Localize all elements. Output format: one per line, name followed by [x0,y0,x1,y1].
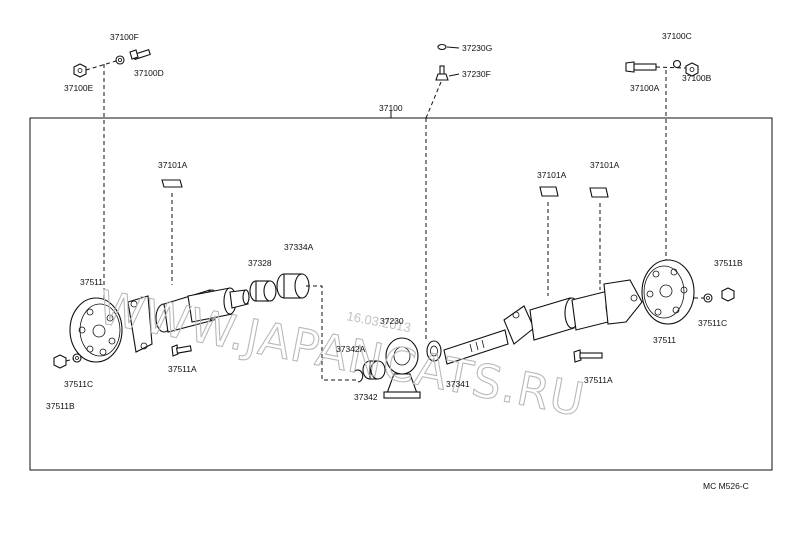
label-37511B-right: 37511B [714,258,743,268]
bolt-37100A [625,61,657,73]
dust-seal-37341 [426,340,442,362]
label-37511B-left: 37511B [46,401,75,411]
sleeve-37334A [276,273,310,299]
label-37342: 37342 [354,392,378,402]
center-bearing-37230 [383,337,421,399]
nut-37100B [685,62,699,77]
nut-37100E [73,63,87,78]
dash-left-nut [65,358,75,362]
leader-37230F [448,73,460,77]
label-37230G: 37230G [462,43,492,53]
leader-37230G [446,46,460,49]
dash-sleeve [306,285,360,381]
label-37334A: 37334A [284,242,314,252]
diagram-code: MC M526-C [703,481,749,491]
label-37100C: 37100C [662,31,692,41]
shim-37101A-mid [539,186,559,197]
shim-37101A-right [589,187,609,198]
washer-37511C-left [72,353,82,363]
dash-center-bolt [425,81,442,119]
rear-propeller-shaft [443,279,643,365]
washer-37511C-right [703,293,713,303]
label-37328: 37328 [248,258,272,268]
label-37511C-right: 37511C [698,318,727,328]
label-37511A-right: 37511A [584,375,613,385]
front-propeller-shaft [127,287,250,353]
label-37101A-left: 37101A [158,160,188,170]
label-37511-right: 37511 [653,335,676,345]
washer-37100D [115,55,125,65]
washer-37100C [672,59,682,69]
assembly-frame [29,117,773,471]
label-37511C-left: 37511C [64,379,93,389]
label-37511A-left: 37511A [168,364,197,374]
flex-coupling-37511-right [641,259,695,325]
snap-ring-37342A [353,369,364,383]
bearing-flange-37342 [362,360,386,380]
label-37342A: 37342A [336,344,366,354]
shim-37101A-left [161,179,183,188]
nut-37511B-left [53,354,67,369]
label-37101A-right: 37101A [590,160,620,170]
label-37230: 37230 [380,316,404,326]
label-37101A-mid: 37101A [537,170,567,180]
label-37100B: 37100B [682,73,712,83]
bolt-37511A-left [171,344,192,357]
dash-right-bolt [655,66,687,69]
bolt-37511A-right [573,349,603,363]
label-37100D: 37100D [134,68,164,78]
bolt-37230F [435,65,449,81]
label-37100: 37100 [379,103,403,113]
label-37341: 37341 [446,379,470,389]
nut-37511B-right [721,287,735,302]
dash-left-bolt [85,60,117,71]
label-37100F: 37100F [110,32,139,42]
label-37100E: 37100E [64,83,94,93]
label-37100A: 37100A [630,83,660,93]
label-37511-left: 37511 [80,277,103,287]
flex-coupling-37511-left [69,297,123,363]
dust-boot-37328 [249,280,277,302]
bolt-37100F [129,48,151,61]
label-37230F: 37230F [462,69,491,79]
washer-37230G [437,43,447,51]
